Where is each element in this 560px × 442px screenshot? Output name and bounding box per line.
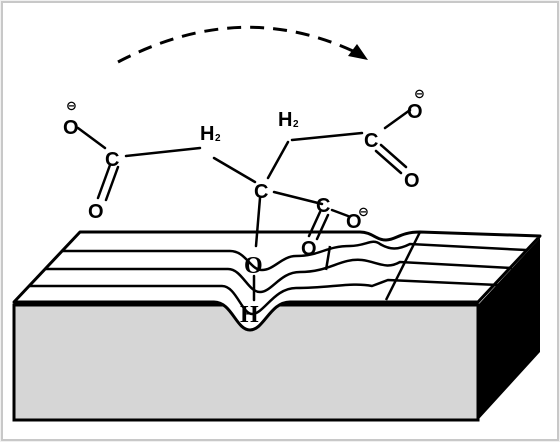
charge-right: ⊖ [414, 87, 425, 102]
arrow-head-icon [348, 44, 368, 60]
molecule-bonds [76, 108, 412, 302]
dashed-arrow-path [117, 25, 356, 64]
bond-c-o-double-lower-b [315, 213, 330, 241]
atom-c-right: C [364, 130, 378, 152]
terrace-line-3 [30, 278, 499, 316]
bond-c-o-double-right-b [374, 149, 403, 175]
atom-o-right: O [407, 101, 423, 123]
bond-ch2-center [212, 156, 257, 184]
bond-c-o-lower [330, 208, 350, 218]
charge-lower: ⊖ [358, 205, 369, 220]
atom-h2-right: H [278, 109, 292, 131]
block-side-face [478, 238, 540, 420]
bond-c-o-double-lower-a [307, 210, 322, 238]
terrace-line-1 [62, 240, 527, 272]
atom-o-double-left: O [88, 201, 104, 223]
bond-c-o-double-left-b [104, 165, 120, 202]
bond-ch2-c-right [290, 131, 364, 142]
atom-c-center: C [254, 181, 268, 203]
bond-c-o-right [383, 108, 412, 130]
bond-c-o-double-left-a [96, 163, 112, 200]
atom-o-double-lower: O [301, 238, 317, 260]
bond-c-o-double-right-a [379, 143, 408, 169]
atom-o-hydroxyl: O [244, 253, 263, 279]
atom-h-hydroxyl: H [240, 302, 259, 328]
atom-o-left: O [63, 117, 79, 139]
bond-center-ch2-right [266, 140, 290, 180]
atom-o-double-right: O [404, 170, 420, 192]
atom-h2-left: H [200, 123, 214, 145]
atom-h2-right-subscript: 2 [293, 119, 299, 130]
atom-h2-left-subscript: 2 [215, 133, 221, 144]
atom-c-left: C [105, 149, 119, 171]
bond-c-ch2-left [124, 146, 202, 158]
bond-o-c-left [76, 126, 107, 150]
bond-c-coo-lower [272, 190, 324, 206]
atom-c-lower: C [316, 195, 330, 217]
step-edge-small [324, 245, 332, 271]
step-edge [384, 231, 422, 301]
atom-o-lower: O [346, 211, 362, 233]
terrace-line-2 [46, 258, 513, 294]
charge-left: ⊖ [66, 99, 77, 114]
bond-c-oh [254, 196, 262, 248]
